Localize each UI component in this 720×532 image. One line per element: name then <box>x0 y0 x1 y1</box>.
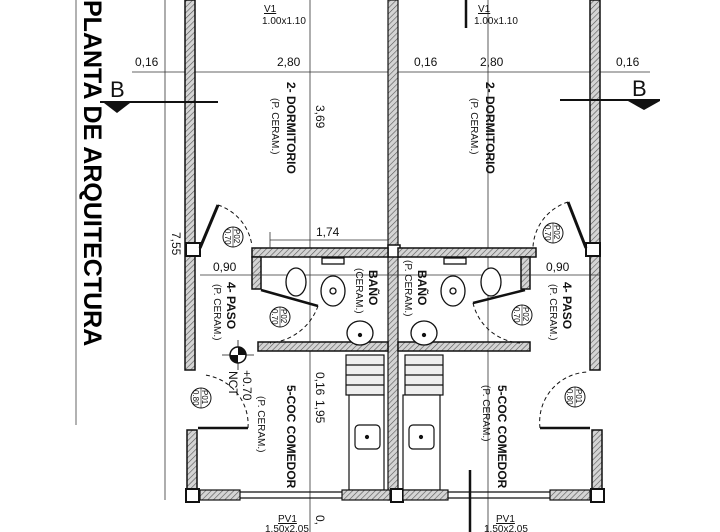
room-paso-left: 4- PASO <box>224 282 238 329</box>
bath-wall-bottom-right <box>397 341 531 352</box>
plan-title: PLANTA DE ARQUITECTURA <box>78 0 106 346</box>
dim-kitchen-depth: 1,95 <box>313 400 327 424</box>
bath-door-swing-left <box>269 305 319 344</box>
bath-door-leaf-left[interactable] <box>260 288 319 308</box>
bedroom-door-swing-left <box>217 204 253 247</box>
left-exterior-wall-lower <box>186 429 198 491</box>
svg-text:P02: P02 <box>279 309 288 324</box>
right-exterior-wall <box>589 0 601 371</box>
room-bano-right: BAÑO <box>415 270 430 305</box>
entry-door-swing-left <box>204 374 249 429</box>
section-label-right: B <box>632 76 647 101</box>
svg-text:5-COC COMEDOR: 5-COC COMEDOR <box>284 385 298 489</box>
window-size-top-left: 1.00x1.10 <box>262 16 306 27</box>
room-paso-right: 4- PASO <box>560 282 574 329</box>
bottom-wall-segment <box>341 489 391 501</box>
bath-door-leaf-right[interactable] <box>472 288 526 305</box>
column <box>185 488 200 503</box>
dim-kitchen-wall: 0,16 <box>313 372 327 396</box>
window-code-top-left: V1 <box>264 4 277 15</box>
svg-text:0.70: 0.70 <box>543 225 552 241</box>
column <box>185 242 201 257</box>
dim-right-wall: 0,16 <box>616 55 640 69</box>
section-label-left: B <box>110 77 125 102</box>
dim-left-room: 2,80 <box>277 55 301 69</box>
dim-right-room: 2,80 <box>480 55 504 69</box>
svg-text:0.70: 0.70 <box>223 229 232 245</box>
column <box>590 488 605 503</box>
window-size-bottom-right: 1.50x2.05 <box>484 524 528 532</box>
svg-text:0.70: 0.70 <box>270 309 279 325</box>
bath-wall-stub-left <box>251 256 262 290</box>
room-floor-dormitorio-right: (P. CERAM.) <box>468 98 479 155</box>
room-floor-comedor-left: (P. CERAM.) <box>255 396 266 453</box>
door-tag-p02-top-left: P02 0.70 <box>222 226 244 248</box>
window-size-top-right: 1.00x1.10 <box>474 16 518 27</box>
svg-text:0.80: 0.80 <box>565 389 574 405</box>
room-comedor-left: 5-COC COMEDOR <box>284 385 298 489</box>
bath-fixtures-right <box>410 257 502 346</box>
kitchen-counter-left <box>345 354 385 491</box>
room-floor-paso-left: (P. CERAM.) <box>211 284 222 341</box>
column <box>585 242 601 257</box>
room-floor-paso-right: (P. CERAM.) <box>547 284 558 341</box>
bedroom-door-leaf-left[interactable] <box>198 204 220 249</box>
bath-fixtures-left <box>285 257 374 346</box>
bath-wall-stub-right <box>520 256 531 290</box>
column <box>390 488 404 503</box>
door-tag-p02-top-right: P02 0.70 <box>542 222 564 244</box>
window-code-bottom-right: PV1 <box>496 514 515 525</box>
room-dormitorio-right: 2- DORMITORIO <box>483 82 497 174</box>
door-tag-p02-bath-right: P02 0.70 <box>511 304 533 326</box>
bath-wall-bottom-left <box>257 341 389 352</box>
svg-text:P02: P02 <box>232 229 241 244</box>
room-bano-left: BAÑO <box>366 270 381 305</box>
door-tag-p01-right: P01 0.80 <box>564 386 586 408</box>
bottom-wall-segment <box>402 489 449 501</box>
door-tag-p01-left: P01 0.80 <box>190 387 212 409</box>
dim-paso-right: 0,90 <box>546 260 570 274</box>
dim-dormitorio-depth: 3,69 <box>313 105 327 129</box>
room-floor-dormitorio-left: (P. CERAM.) <box>269 98 280 155</box>
room-floor-comedor-right: (P. CERAM.) <box>480 385 491 442</box>
level-label: NCT <box>226 371 240 396</box>
dim-bottom-partial: 0, <box>313 515 327 525</box>
kitchen-counter-right <box>402 354 444 491</box>
room-dormitorio-left: 2- DORMITORIO <box>284 82 298 174</box>
level-marker-icon <box>222 340 254 370</box>
room-floor-bano-left: (CERAM.) <box>353 268 364 314</box>
bath-wall-top-left <box>251 247 389 258</box>
section-arrow-right-icon <box>628 101 660 110</box>
level-value: +0.70 <box>240 370 254 401</box>
svg-text:P01: P01 <box>200 390 209 405</box>
total-depth-dim: 7,55 <box>169 232 183 256</box>
bath-door-swing-right <box>472 302 521 344</box>
room-comedor-right: 5-COC COMEDOR <box>495 385 509 489</box>
dim-paso-left: 0,90 <box>213 260 237 274</box>
window-code-top-right: V1 <box>478 4 491 15</box>
entry-door-swing-right <box>539 371 589 429</box>
bottom-wall-segment <box>199 489 241 501</box>
svg-text:P01: P01 <box>574 389 583 404</box>
svg-text:0.70: 0.70 <box>512 307 521 323</box>
window-code-bottom-left: PV1 <box>278 514 297 525</box>
dim-left-wall: 0,16 <box>135 55 159 69</box>
window-size-bottom-left: 1.50x2.05 <box>265 524 309 532</box>
left-exterior-wall <box>184 0 196 371</box>
door-tag-p02-bath-left: P02 0.70 <box>269 306 291 328</box>
svg-text:P02: P02 <box>552 225 561 240</box>
bedroom-door-leaf-right[interactable] <box>566 201 588 249</box>
svg-text:5-COC COMEDOR: 5-COC COMEDOR <box>495 385 509 489</box>
section-arrow-left-icon <box>104 103 130 113</box>
bottom-wall-segment <box>549 489 591 501</box>
svg-text:P02: P02 <box>521 307 530 322</box>
right-exterior-wall-lower <box>591 429 603 491</box>
room-floor-bano-right: (P. CERAM.) <box>402 260 413 317</box>
svg-text:0.80: 0.80 <box>191 390 200 406</box>
bath-wall-top-right <box>397 247 537 258</box>
dim-center-wall: 0,16 <box>414 55 438 69</box>
bedroom-door-swing-right <box>532 201 569 248</box>
dim-bath-width: 1,74 <box>316 225 340 239</box>
